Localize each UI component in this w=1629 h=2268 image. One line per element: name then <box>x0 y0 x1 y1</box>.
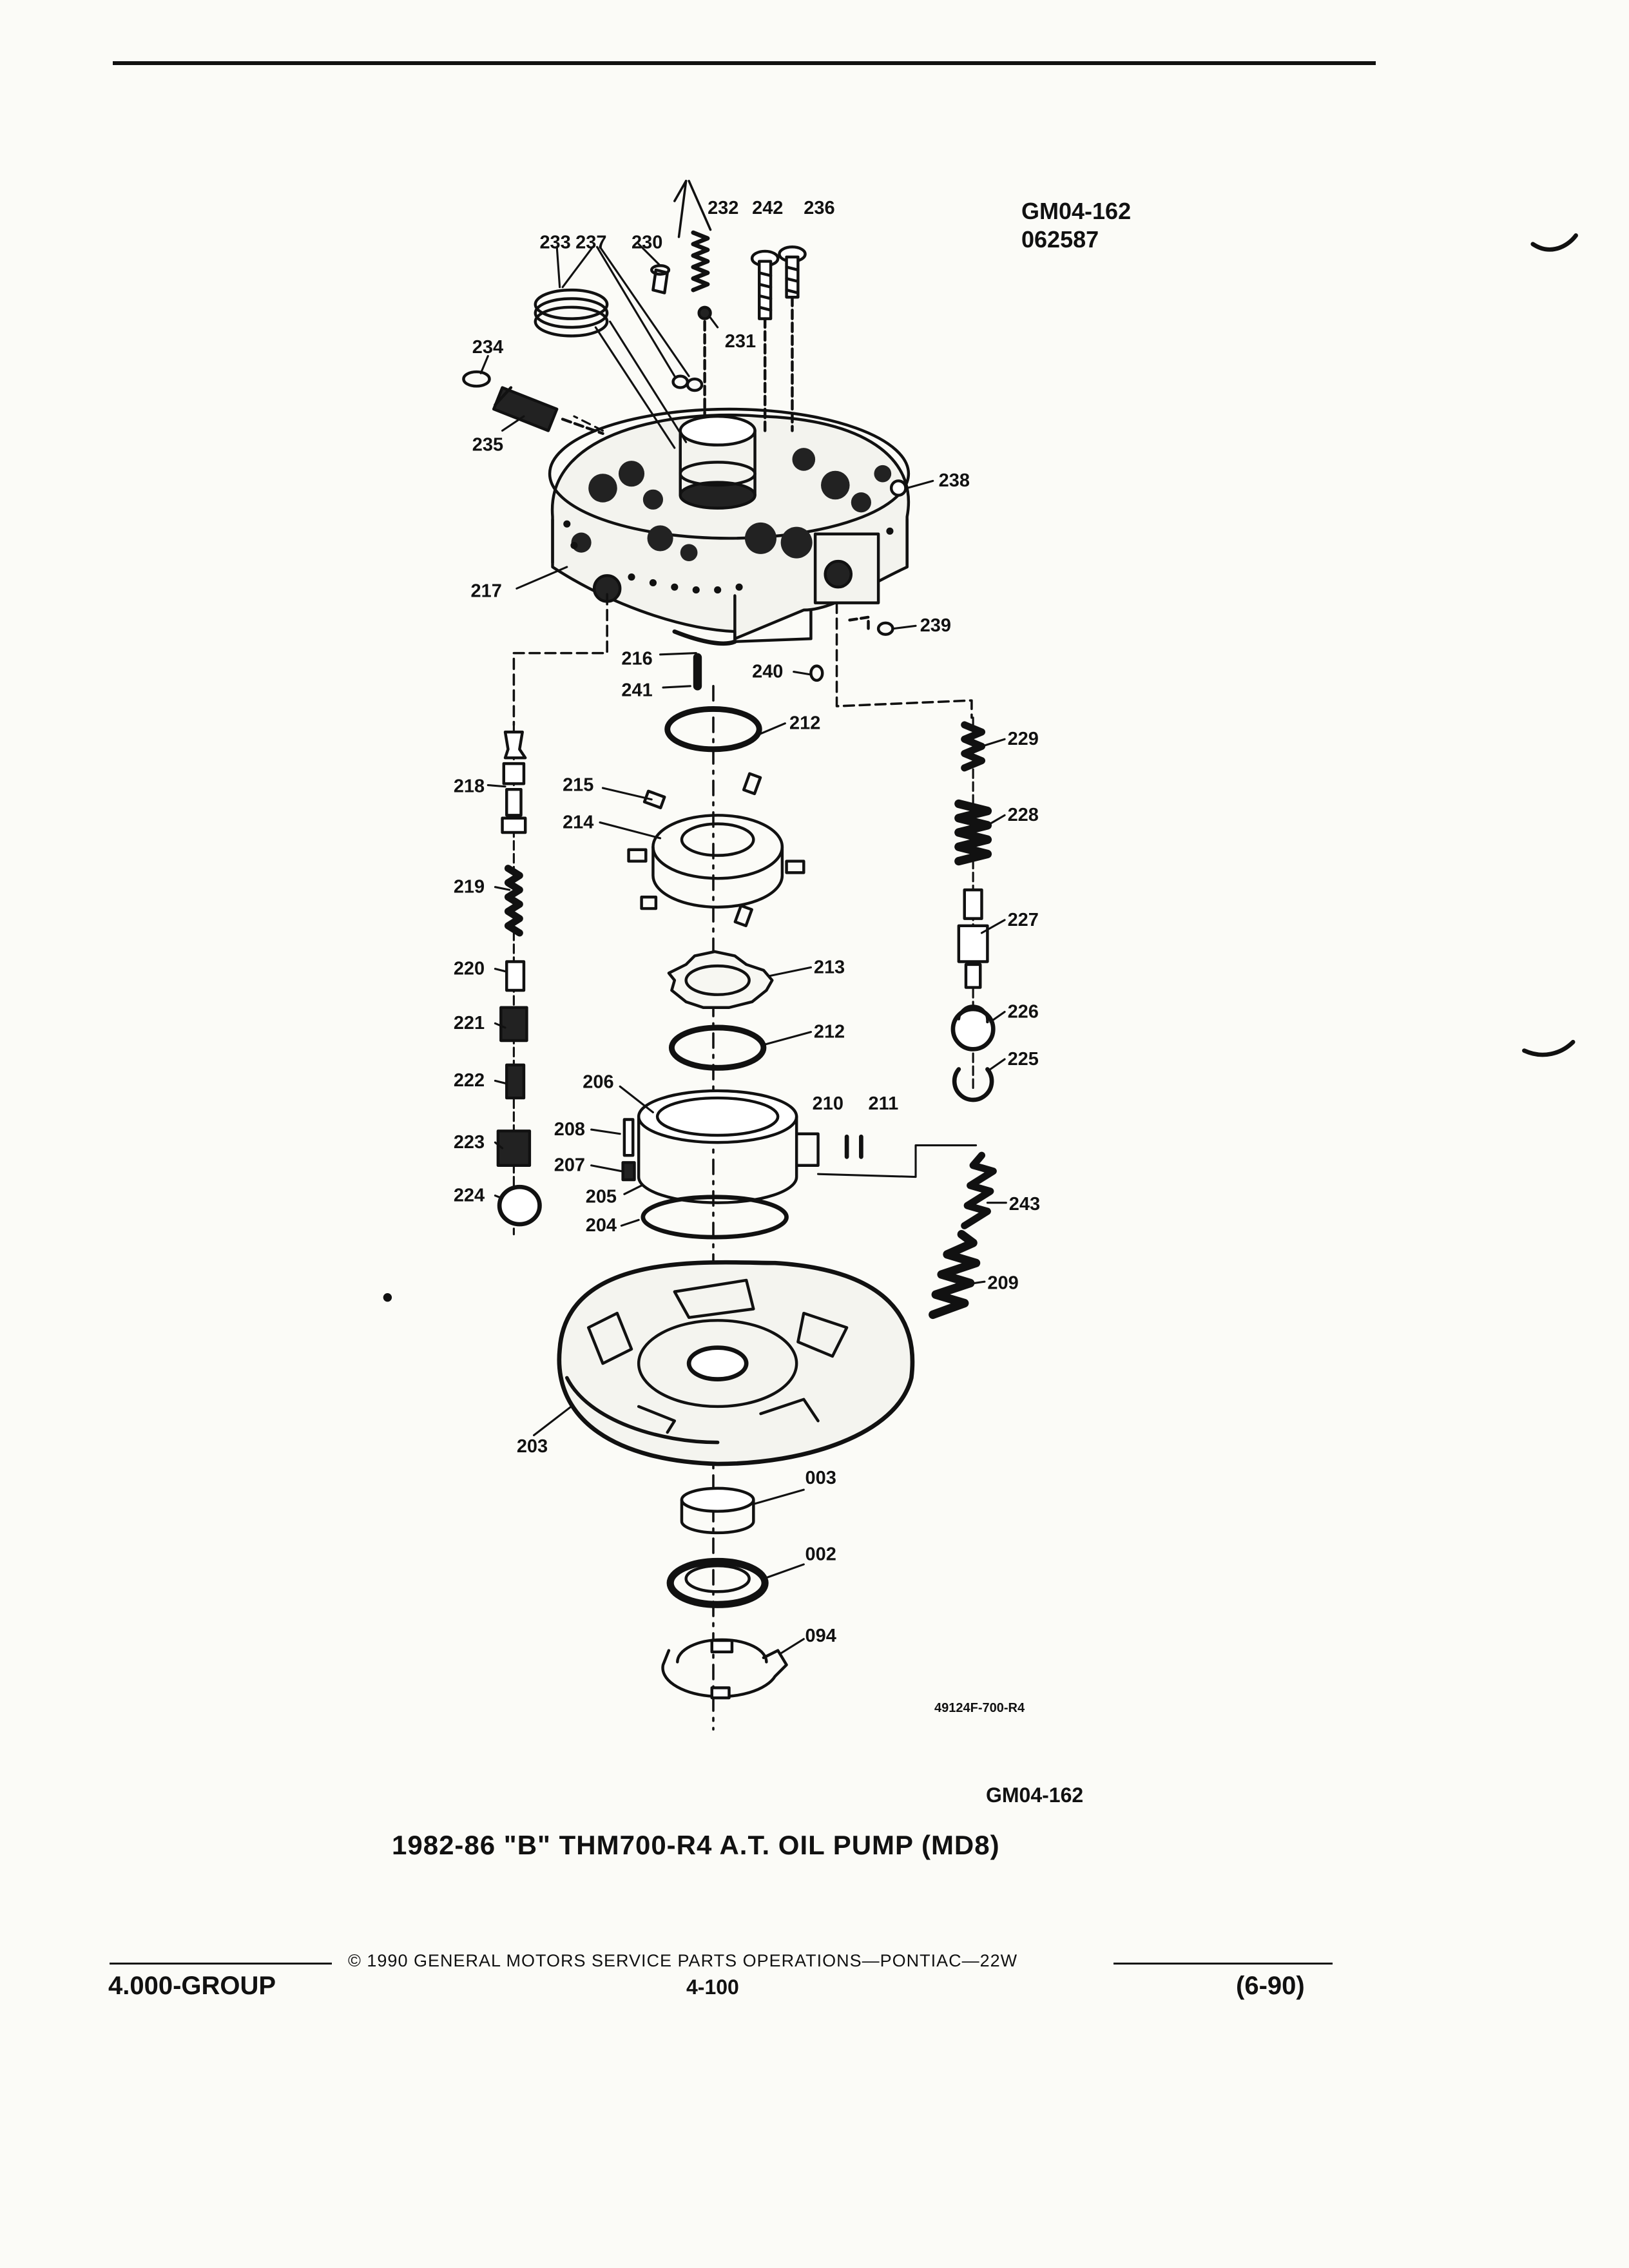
callout-235: 235 <box>472 435 503 456</box>
callout-213: 213 <box>814 957 845 977</box>
copyright-line: © 1990 GENERAL MOTORS SERVICE PARTS OPER… <box>348 1951 1018 1970</box>
callout-229: 229 <box>1008 729 1039 749</box>
callout-204: 204 <box>586 1215 617 1236</box>
figure-title: 1982-86 "B" THM700-R4 A.T. OIL PUMP (MD8… <box>392 1830 1000 1860</box>
callout-236: 236 <box>804 198 834 218</box>
callout-212-lower: 212 <box>814 1022 845 1043</box>
callout-211: 211 <box>869 1093 899 1114</box>
callout-206: 206 <box>583 1072 613 1092</box>
callout-222: 222 <box>454 1070 485 1091</box>
callout-208: 208 <box>554 1119 585 1140</box>
bolt-242 <box>750 249 780 432</box>
callout-214: 214 <box>563 812 593 832</box>
callout-237: 237 <box>575 233 606 253</box>
header-date-code: 062587 <box>1021 226 1099 253</box>
callout-242: 242 <box>752 198 783 218</box>
callout-238: 238 <box>939 470 970 491</box>
exploded-parts-diagram: 232 242 236 233 237 230 231 234 235 238 … <box>383 180 1578 1731</box>
callout-216: 216 <box>621 648 652 669</box>
pump-body-203 <box>557 1260 915 1466</box>
callout-220: 220 <box>454 959 485 979</box>
callout-221: 221 <box>454 1013 485 1033</box>
callout-209: 209 <box>987 1273 1018 1293</box>
callout-223: 223 <box>454 1132 485 1153</box>
callout-239: 239 <box>920 615 951 636</box>
callout-labels: 232 242 236 233 237 230 231 234 235 238 … <box>454 198 1040 1646</box>
bolt-236 <box>778 245 807 432</box>
spring-232 <box>691 230 712 418</box>
callout-231: 231 <box>725 331 756 352</box>
callout-234: 234 <box>472 337 503 358</box>
slide-214 <box>627 772 805 928</box>
revision-date: (6-90) <box>1236 1972 1305 2000</box>
footer-rule-left <box>110 1963 332 1965</box>
stator-206 <box>637 1089 820 1240</box>
pump-cover <box>548 407 911 646</box>
callout-233: 233 <box>539 233 570 253</box>
top-rule <box>113 61 1376 65</box>
bushing-003 <box>680 1486 755 1535</box>
seal-rings-233 <box>534 288 609 338</box>
callout-215: 215 <box>563 774 593 795</box>
callout-227: 227 <box>1008 910 1039 930</box>
header-code: GM04-162 <box>1021 198 1132 224</box>
callout-210: 210 <box>813 1093 843 1114</box>
callout-207: 207 <box>554 1155 585 1176</box>
seal-002 <box>666 1557 769 1608</box>
callout-094: 094 <box>805 1626 836 1646</box>
callout-226: 226 <box>1008 1001 1039 1022</box>
callout-203: 203 <box>517 1436 548 1457</box>
footer-rule-right <box>1113 1963 1333 1965</box>
callout-218: 218 <box>454 776 485 797</box>
page-number: 4-100 <box>686 1975 739 1999</box>
valve-train-left <box>496 724 542 1236</box>
group-label: 4.000-GROUP <box>108 1972 276 2000</box>
callout-219: 219 <box>454 877 485 898</box>
callout-205: 205 <box>586 1187 617 1207</box>
rotor-213 <box>667 950 774 1009</box>
callout-217: 217 <box>471 581 502 602</box>
figure-code: GM04-162 <box>986 1783 1084 1807</box>
figure-reference: 49124F-700-R4 <box>934 1701 1025 1715</box>
callout-228: 228 <box>1008 805 1039 825</box>
callout-212-upper: 212 <box>789 713 820 734</box>
callout-230: 230 <box>631 233 662 253</box>
callout-232: 232 <box>708 198 738 218</box>
callout-240: 240 <box>752 661 783 682</box>
plug-230 <box>650 264 671 294</box>
callout-243: 243 <box>1009 1194 1040 1215</box>
callout-225: 225 <box>1008 1049 1039 1070</box>
callout-241: 241 <box>621 680 652 700</box>
retainer-094 <box>661 1638 788 1700</box>
callout-224: 224 <box>454 1185 485 1206</box>
callout-002: 002 <box>805 1544 836 1564</box>
valve-train-right <box>950 716 996 1102</box>
sleeve-235 <box>492 386 559 432</box>
callout-003: 003 <box>805 1468 836 1488</box>
